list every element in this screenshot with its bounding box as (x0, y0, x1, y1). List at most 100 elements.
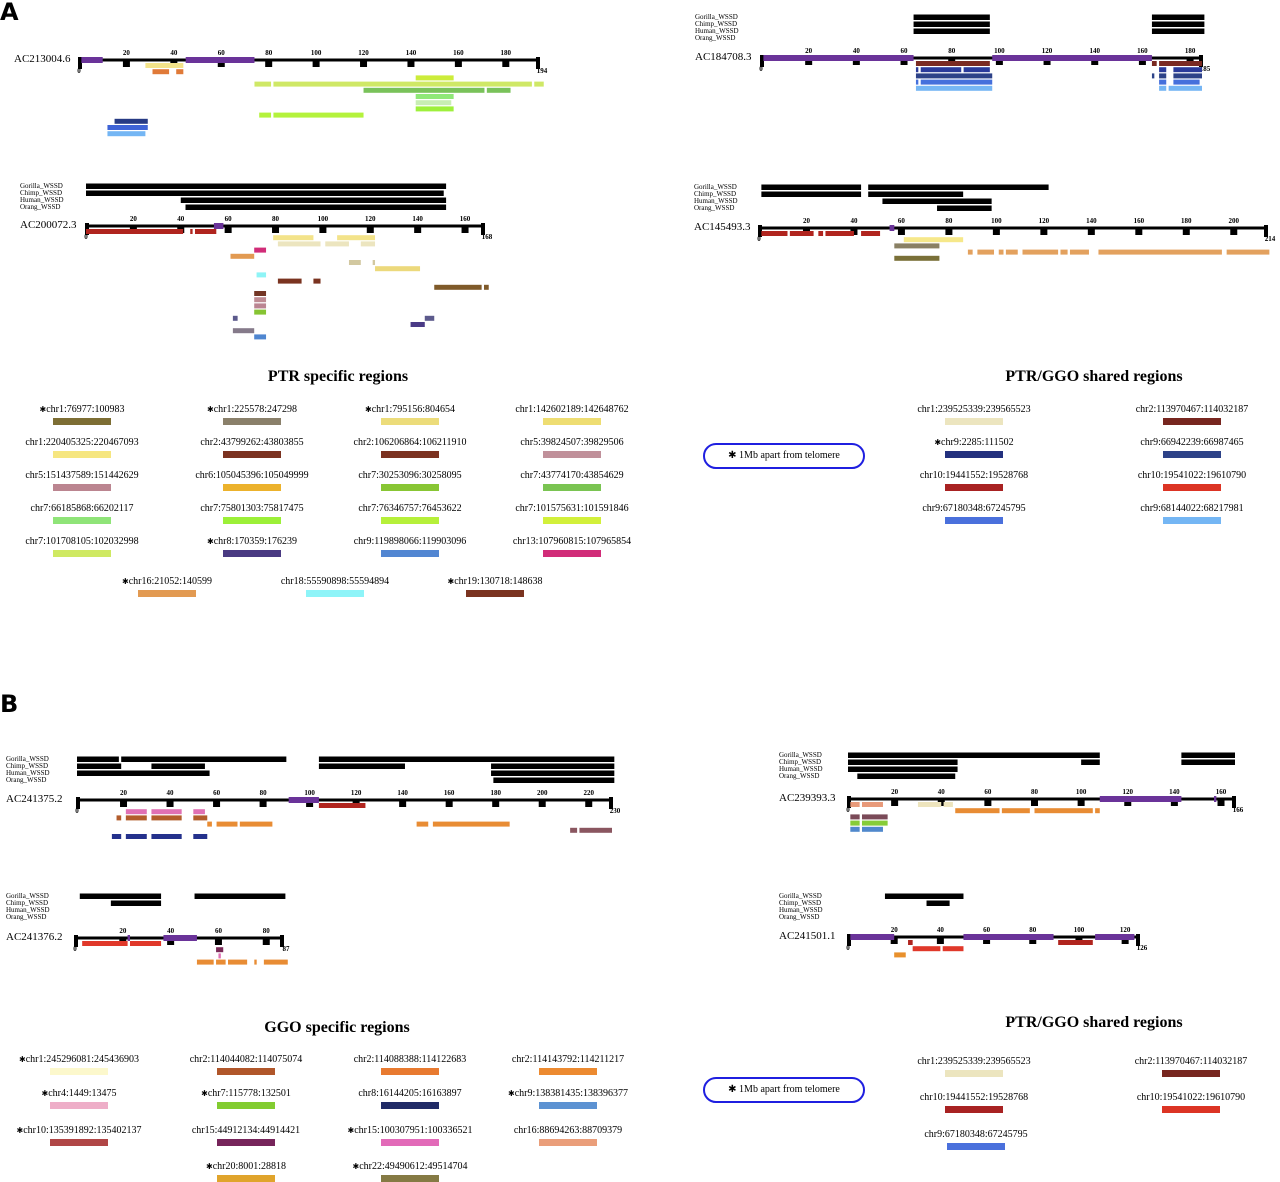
legend-label: chr2:113970467:114032187 (1111, 1055, 1271, 1068)
feature-segment (196, 959, 214, 965)
tick-label: 40 (937, 926, 945, 934)
panel-b-letter: B (0, 690, 19, 718)
feature-segment (998, 249, 1004, 255)
axis-start-cap (758, 225, 762, 237)
wssd-bar (913, 14, 990, 20)
axis-end-cap (1199, 55, 1203, 67)
legend-swatch (138, 590, 196, 597)
tick-label: 140 (397, 789, 408, 797)
legend-item: chr2:114044082:114075074 (166, 1053, 326, 1075)
feature-segment (850, 814, 860, 820)
wssd-label: Chimp_WSSD (779, 758, 822, 766)
tick-label: 60 (983, 926, 991, 934)
legend-text: chr9:67180348:67245795 (924, 1129, 1028, 1140)
feature-segment (107, 131, 146, 137)
wssd-label: Chimp_WSSD (694, 190, 737, 198)
legend-text: chr9:138381435:138396377 (514, 1088, 629, 1099)
tick-mark (445, 800, 453, 807)
tick-mark (891, 799, 899, 806)
axis-end-cap (609, 797, 613, 809)
wssd-bar (77, 763, 122, 769)
legend-swatch (543, 451, 601, 458)
legend-text: chr9:67180348:67245795 (922, 503, 1026, 514)
backbone-segment (288, 797, 319, 803)
legend-label: chr2:43799262:43803855 (172, 436, 332, 449)
tick-mark (936, 937, 944, 944)
tick-label: 20 (891, 926, 899, 934)
tick-mark (890, 937, 898, 944)
tick-label: 140 (406, 49, 417, 57)
legend-item: chr10:19541022:19610790 (1112, 469, 1272, 491)
feature-segment (193, 834, 208, 839)
feature-segment (348, 260, 361, 265)
legend-item: chr10:19541022:19610790 (1111, 1091, 1271, 1113)
tick-mark (538, 800, 546, 807)
legend-swatch (945, 1070, 1003, 1077)
legend-item: chr1:239525339:239565523 (894, 1055, 1054, 1077)
legend-label: ✱chr20:8001:28818 (166, 1160, 326, 1173)
legend-swatch (217, 1175, 275, 1182)
feature-segment (1168, 85, 1202, 91)
feature-segment (125, 815, 147, 821)
wssd-bar (121, 756, 287, 762)
wssd-bar (491, 763, 615, 769)
legend-item: ✱chr16:21052:140599 (87, 575, 247, 597)
feature-segment (193, 815, 208, 821)
axis-end-cap (1232, 796, 1236, 808)
accession-label: AC184708.3 (695, 51, 752, 63)
feature-segment (363, 87, 485, 93)
star-icon: ✱ (934, 438, 942, 447)
feature-segment (917, 802, 942, 807)
legend-swatch (217, 1102, 275, 1109)
tick-label: 200 (537, 789, 548, 797)
ggo-specific-title: GGO specific regions (264, 1019, 410, 1036)
feature-segment (254, 959, 257, 965)
feature-segment (861, 231, 881, 236)
feature-segment (1098, 249, 1222, 255)
tick-mark (805, 58, 813, 65)
tick-mark (1135, 228, 1143, 235)
legend-item: ✱chr9:138381435:138396377 (488, 1087, 648, 1109)
accession-label: AC241375.2 (6, 793, 63, 805)
legend-item: chr1:239525339:239565523 (894, 403, 1054, 425)
legend-swatch (539, 1102, 597, 1109)
axis-start-cap (76, 797, 80, 809)
legend-text: chr15:44912134:44914421 (191, 1125, 301, 1136)
axis-start-cap (760, 55, 764, 67)
feature-segment (337, 235, 376, 241)
tick-label: 40 (167, 789, 175, 797)
tick-label: 20 (805, 47, 813, 55)
tick-mark (129, 226, 137, 233)
feature-segment (116, 815, 122, 821)
wssd-label: Gorilla_WSSD (6, 892, 49, 900)
legend-label: chr7:30253096:30258095 (330, 469, 490, 482)
legend-label: chr10:19541022:19610790 (1112, 469, 1272, 482)
wssd-bar (937, 205, 992, 211)
star-icon: ✱ (16, 1126, 24, 1135)
legend-swatch (543, 517, 601, 524)
feature-segment (263, 959, 288, 965)
tick-label: 40 (167, 927, 175, 935)
feature-segment (977, 249, 995, 255)
wssd-label: Orang_WSSD (779, 772, 820, 780)
legend-swatch (223, 517, 281, 524)
telomere-note-a: ✱ 1Mb apart from telomere (703, 443, 865, 469)
legend-swatch (539, 1139, 597, 1146)
tick-label: 120 (1039, 217, 1050, 225)
tick-label: 120 (1042, 47, 1053, 55)
star-icon: ✱ (728, 1084, 737, 1095)
tick-mark (897, 228, 905, 235)
legend-label: chr16:88694263:88709379 (488, 1124, 648, 1137)
tick-label: 100 (1076, 788, 1087, 796)
legend-label: chr5:151437589:151442629 (2, 469, 162, 482)
wssd-label: Chimp_WSSD (695, 20, 738, 28)
legend-swatch (381, 1102, 439, 1109)
legend-label: chr2:114088388:114122683 (330, 1053, 490, 1066)
wssd-bar (318, 756, 615, 762)
feature-segment (908, 940, 913, 945)
star-icon: ✱ (201, 1089, 208, 1098)
axis-start-cap (78, 57, 82, 69)
tick-label: 160 (1137, 47, 1148, 55)
feature-segment (915, 73, 993, 79)
